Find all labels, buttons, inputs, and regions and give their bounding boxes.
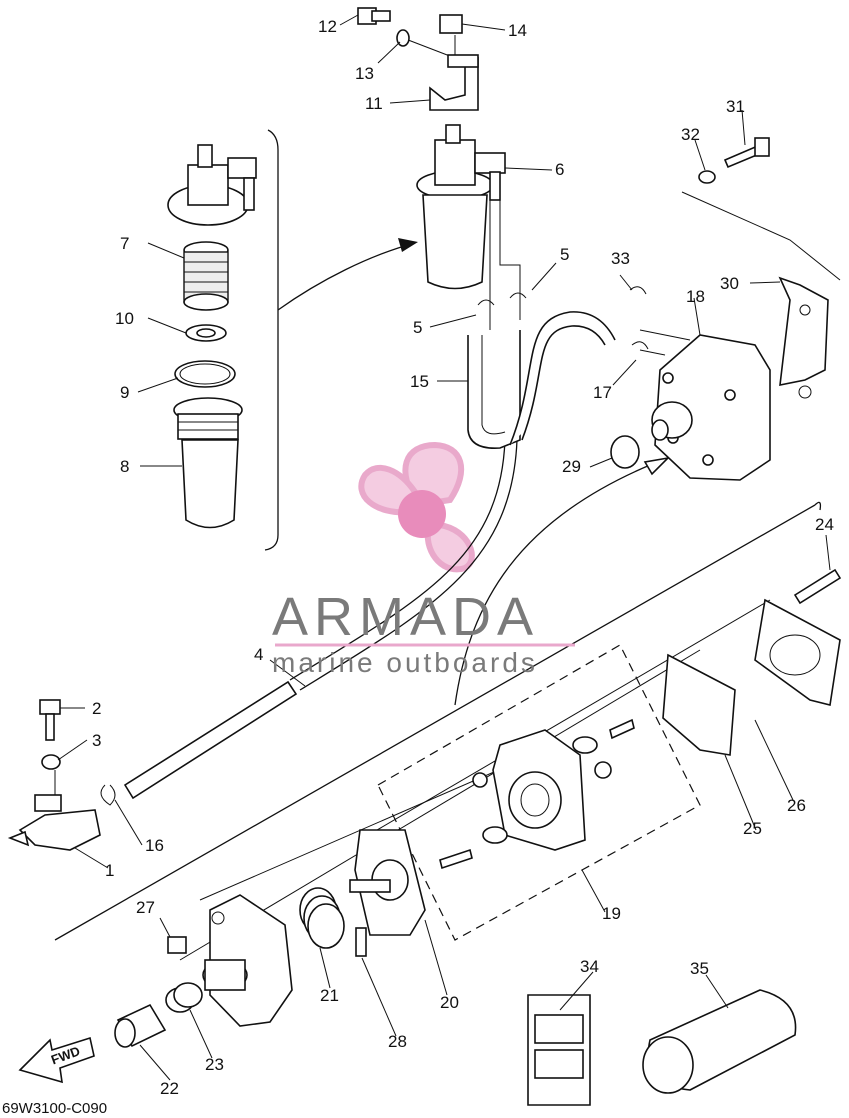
pump-assembled <box>610 137 829 481</box>
watermark-tagline: marine outboards <box>272 647 538 678</box>
assembly-lines <box>54 35 841 961</box>
callout-20: 20 <box>440 993 459 1012</box>
propeller-hub <box>398 490 446 538</box>
callout-34: 34 <box>580 957 599 976</box>
callout-25: 25 <box>743 819 762 838</box>
propeller-blade-left <box>358 464 419 516</box>
filter-assembled <box>357 7 616 449</box>
callout-8: 8 <box>120 457 129 476</box>
callout-14: 14 <box>508 21 527 40</box>
callout-27: 27 <box>136 898 155 917</box>
watermark-brand: ARMADA <box>272 587 539 647</box>
callout-30: 30 <box>720 274 739 293</box>
pump-exploded <box>7 568 842 1106</box>
callout-26: 26 <box>787 796 806 815</box>
callout-29: 29 <box>562 457 581 476</box>
callout-5a: 5 <box>560 245 569 264</box>
callout-10: 10 <box>115 309 134 328</box>
callout-35: 35 <box>690 959 709 978</box>
callout-28: 28 <box>388 1032 407 1051</box>
callout-15: 15 <box>410 372 429 391</box>
spring-21 <box>299 887 345 949</box>
callout-11: 11 <box>365 94 383 113</box>
callout-17: 17 <box>593 383 612 402</box>
callout-23: 23 <box>205 1055 224 1074</box>
fwd-arrow <box>18 1036 95 1084</box>
callout-16: 16 <box>145 836 164 855</box>
arrow-head-to-pump <box>643 456 671 476</box>
callout-31: 31 <box>726 97 745 116</box>
callout-32: 32 <box>681 125 700 144</box>
callout-2: 2 <box>92 699 101 718</box>
diagram-code: 69W3100-C090 <box>2 1100 107 1117</box>
callout-19: 19 <box>602 904 621 923</box>
callout-6: 6 <box>555 160 564 179</box>
leader-lines <box>57 14 831 1081</box>
callout-13: 13 <box>355 64 374 83</box>
propeller-blade-top <box>402 441 465 509</box>
callout-3: 3 <box>92 731 101 750</box>
callout-12: 12 <box>318 17 337 36</box>
callout-22: 22 <box>160 1079 179 1098</box>
callout-18: 18 <box>686 287 705 306</box>
watermark-logo <box>358 441 475 573</box>
callout-1: 1 <box>105 861 114 880</box>
callout-33: 33 <box>611 249 630 268</box>
callout-5b: 5 <box>413 318 422 337</box>
filter-exploded-group <box>167 144 257 529</box>
callout-9: 9 <box>120 383 129 402</box>
callout-4: 4 <box>254 645 263 664</box>
callout-21: 21 <box>320 986 339 1005</box>
watermark-text: ARMADA marine outboards <box>272 587 575 678</box>
callout-7: 7 <box>120 234 129 253</box>
callout-labels: 1 2 3 4 5 5 6 7 8 9 10 11 12 13 14 15 16… <box>92 17 834 1098</box>
callout-24: 24 <box>815 515 834 534</box>
